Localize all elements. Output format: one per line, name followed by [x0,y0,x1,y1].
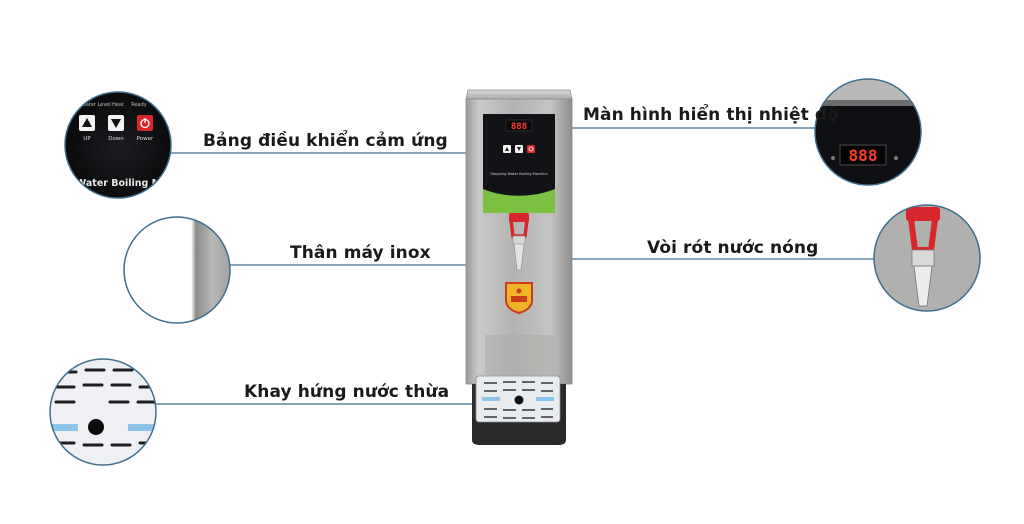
machine-drip-tray-stripe-left [482,397,500,401]
zoom-circle-stainless-body [123,216,231,324]
zoom-indicator-ready: Ready [131,102,147,108]
zoom-up-label: UP [83,136,91,142]
zoom-tray-stripe-left [52,424,78,431]
zoom-circle-drip-tray [49,358,157,466]
machine-panel-caption: Stepping Water Boiling Machine [490,172,548,176]
machine-temperature-display [505,119,533,132]
zoom-display-screen [839,144,887,166]
machine-green-accent [483,189,555,213]
zoom-down-label: Down [108,136,124,142]
machine-warning-badge [505,282,533,315]
connector-lines [156,127,874,405]
machine-drip-tray-slots [484,381,553,419]
zoom-panel-caption: ng Water Boiling M [59,178,161,189]
zoom-circle-hot-water-faucet [873,204,981,312]
callout-drip-tray: Khay hứng nước thừa [244,382,450,402]
callout-stainless-body: Thân máy inox [290,243,431,263]
machine-power-icon [528,146,534,152]
zoom-indicator-water-level: Water Level [81,102,111,108]
machine-drip-tray-drain [514,395,524,405]
zoom-circle-temperature-display: 888 [814,78,922,186]
zoom-power-label: Power [137,136,154,142]
machine-top-lid [465,89,573,101]
callout-hot-water-faucet: Vòi rót nước nóng [647,238,819,258]
zoom-display-digits: 888 [849,146,878,165]
zoom-down-arrow-icon [111,119,121,128]
zoom-tray-drain [88,419,104,435]
zoom-tray-stripe-right [128,424,154,431]
water-boiler-machine: 888 Stepping Water Boiling Machine [465,89,573,445]
machine-display-digits: 888 [511,122,527,132]
machine-up-arrow-icon [505,147,509,151]
machine-lower-vent [485,335,555,375]
zoom-up-arrow-icon [82,118,92,127]
callout-control-panel: Bảng điều khiển cảm ứng [203,131,448,151]
zoom-faucet-spout [913,265,933,307]
machine-drip-tray-stripe-right [536,397,554,401]
machine-down-arrow-icon-shape [517,147,521,151]
zoom-faucet-handle [906,207,940,221]
callout-temperature-display: Màn hình hiển thị nhiệt độ [583,105,839,125]
machine-faucet[interactable] [509,213,529,271]
zoom-circle-control-panel: Water Level Heat Ready UP Down Power ng … [59,91,172,199]
zoom-indicator-heat: Heat [112,102,124,108]
machine-power-button[interactable] [527,145,535,153]
